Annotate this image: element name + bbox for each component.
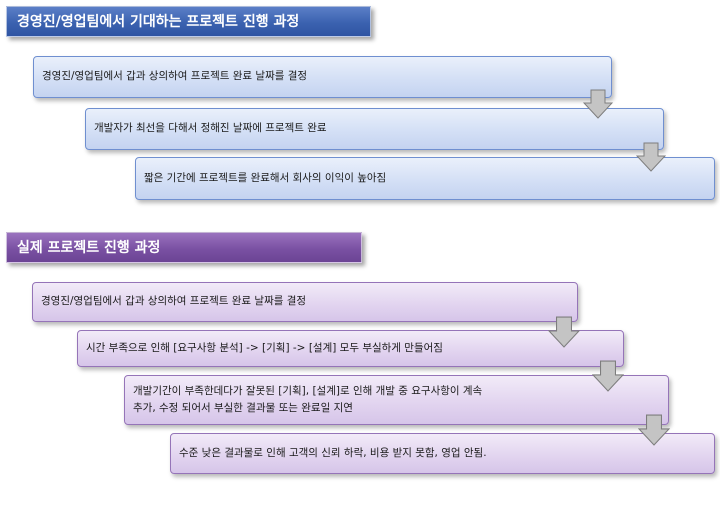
section2-step-1: 경영진/영업팀에서 갑과 상의하여 프로젝트 완료 날짜를 결정	[32, 282, 578, 322]
section1-title: 경영진/영업팀에서 기대하는 프로젝트 진행 과정	[6, 6, 371, 37]
down-arrow-icon	[583, 89, 613, 119]
down-arrow-icon	[636, 142, 666, 172]
section2-step-4-text: 수준 낮은 결과물로 인해 고객의 신뢰 하락, 비용 받지 못함, 영업 안됨…	[179, 446, 487, 459]
down-arrow-icon	[548, 316, 580, 348]
section2-step-3-text: 개발기간이 부족한데다가 잘못된 [기획], [설계]로 인해 개발 중 요구사…	[133, 384, 483, 414]
section2-step-3: 개발기간이 부족한데다가 잘못된 [기획], [설계]로 인해 개발 중 요구사…	[124, 375, 669, 425]
section1-step-1: 경영진/영업팀에서 갑과 상의하여 프로젝트 완료 날짜를 결정	[33, 56, 612, 98]
section2-step-2: 시간 부족으로 인해 [요구사항 분석] -> [기획] -> [설계] 모두 …	[77, 330, 624, 367]
section1-step-3: 짧은 기간에 프로젝트를 완료해서 회사의 이익이 높아짐	[135, 157, 715, 200]
section2-step-4: 수준 낮은 결과물로 인해 고객의 신뢰 하락, 비용 받지 못함, 영업 안됨…	[170, 433, 715, 474]
section1-title-text: 경영진/영업팀에서 기대하는 프로젝트 진행 과정	[17, 13, 300, 30]
section2-title: 실제 프로젝트 진행 과정	[6, 232, 362, 263]
section1-step-2-text: 개발자가 최선을 다해서 정해진 날짜에 프로젝트 완료	[94, 122, 327, 135]
section1-step-3-text: 짧은 기간에 프로젝트를 완료해서 회사의 이익이 높아짐	[144, 171, 387, 184]
section2-step-2-text: 시간 부족으로 인해 [요구사항 분석] -> [기획] -> [설계] 모두 …	[86, 341, 443, 354]
section2-title-text: 실제 프로젝트 진행 과정	[17, 239, 161, 256]
down-arrow-icon	[592, 360, 624, 392]
section2-step-1-text: 경영진/영업팀에서 갑과 상의하여 프로젝트 완료 날짜를 결정	[41, 295, 307, 308]
down-arrow-icon	[638, 414, 670, 446]
section1-step-1-text: 경영진/영업팀에서 갑과 상의하여 프로젝트 완료 날짜를 결정	[42, 70, 308, 83]
section1-step-2: 개발자가 최선을 다해서 정해진 날짜에 프로젝트 완료	[85, 108, 664, 150]
